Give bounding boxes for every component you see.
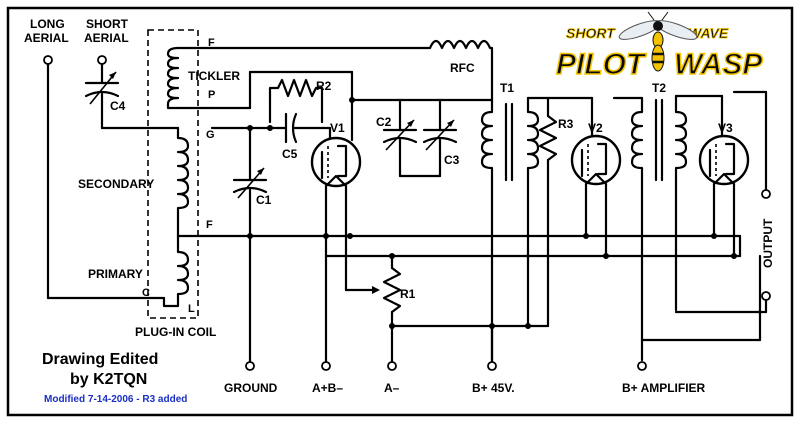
pin-l: L <box>188 303 195 315</box>
junction-b3 <box>525 323 531 329</box>
credit-line-2: by K2TQN <box>70 371 147 388</box>
rfc-label: RFC <box>450 61 475 75</box>
c5-label: C5 <box>282 147 298 161</box>
short-aerial-terminal <box>84 55 180 130</box>
t2-transformer <box>612 94 724 362</box>
r2-label: R2 <box>316 79 332 93</box>
pin-f-mid: F <box>206 219 213 231</box>
r2-resistor <box>268 78 324 124</box>
junction-f3 <box>583 233 589 239</box>
c1-label: C1 <box>256 193 272 207</box>
primary-label: PRIMARY <box>88 267 143 281</box>
r3-resistor <box>538 96 558 328</box>
rfc-choke <box>428 39 494 102</box>
short-aerial-label-1: SHORT <box>86 17 129 31</box>
pin-p: P <box>208 89 215 101</box>
junction-b1 <box>389 323 395 329</box>
junction-r1 <box>389 253 395 259</box>
credit-line-1: Drawing Edited <box>42 351 158 368</box>
modified-note: Modified 7-14-2006 - R3 added <box>44 394 187 405</box>
r3-label: R3 <box>558 117 574 131</box>
v1-label: V1 <box>330 121 345 135</box>
t1-label: T1 <box>500 81 514 95</box>
short-aerial-label-2: AERIAL <box>84 31 129 45</box>
primary-coil <box>162 232 190 308</box>
long-aerial-label-2: AERIAL <box>24 31 69 45</box>
t2-label: T2 <box>652 81 666 95</box>
v3-label: V3 <box>718 121 733 135</box>
r1-rheostat <box>344 254 402 364</box>
long-aerial-label-1: LONG <box>30 17 65 31</box>
wasp-icon <box>618 11 698 72</box>
long-aerial-terminal <box>43 55 166 300</box>
junction-f4 <box>711 233 717 239</box>
secondary-label: SECONDARY <box>78 177 154 191</box>
junction-c1-top <box>247 125 253 131</box>
pilot-wasp-logo: SHORT WAVE PILOT WASP <box>555 11 764 82</box>
v2-tube <box>570 134 622 258</box>
c2-c3-capacitors <box>382 98 458 178</box>
logo-wasp: WASP <box>674 48 763 81</box>
ground-label: GROUND <box>224 381 278 395</box>
v3-tube <box>698 90 768 258</box>
logo-wave: WAVE <box>688 25 729 41</box>
pin-g: G <box>206 129 215 141</box>
output-terminals <box>674 189 771 314</box>
junction-grid <box>267 125 273 131</box>
a-minus-label: A– <box>384 381 400 395</box>
junction-f2 <box>347 233 353 239</box>
tickler-coil <box>166 46 214 110</box>
bottom-terminals <box>245 361 647 371</box>
secondary-coil <box>176 126 190 236</box>
v1-tube <box>310 136 362 292</box>
t1-transformer <box>438 96 594 362</box>
pin-f-top: F <box>208 37 215 49</box>
c2-label: C2 <box>376 115 392 129</box>
logo-short: SHORT <box>566 25 616 41</box>
junction-f6 <box>731 253 737 259</box>
c1-capacitor <box>232 126 268 364</box>
tickler-label: TICKLER <box>188 69 240 83</box>
plug-in-coil-box <box>147 29 199 319</box>
b-plus-45-label: B+ 45V. <box>472 381 515 395</box>
a-plus-b-minus-label: A+B– <box>312 381 343 395</box>
junction-f5 <box>603 253 609 259</box>
output-label: OUTPUT <box>761 218 775 268</box>
b-plus-amplifier-label: B+ AMPLIFIER <box>622 381 706 395</box>
r1-label: R1 <box>400 287 416 301</box>
plug-in-coil-label: PLUG-IN COIL <box>135 325 216 339</box>
c3-label: C3 <box>444 153 460 167</box>
pin-c: C <box>142 287 150 299</box>
frame-border <box>6 6 794 417</box>
v2-label: V2 <box>588 121 603 135</box>
c4-label: C4 <box>110 99 126 113</box>
logo-pilot: PILOT <box>556 48 647 81</box>
